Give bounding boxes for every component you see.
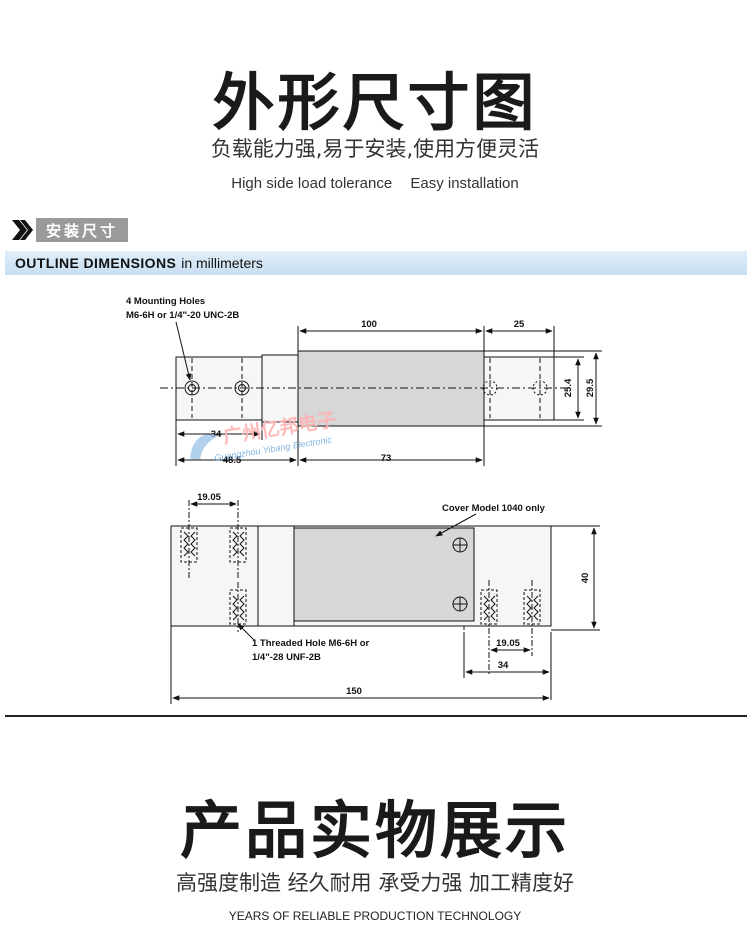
outline-dimensions-unit: in millimeters: [181, 255, 263, 271]
double-chevron-icon: [10, 218, 36, 242]
side-view: [170, 500, 600, 704]
thread-note-line1: 1 Threaded Hole M6-6H or: [252, 638, 369, 649]
dim-25-label: 25: [514, 319, 525, 330]
dim-100-label: 100: [361, 319, 377, 330]
features-en: High side load tolerance Easy installati…: [0, 175, 750, 192]
install-section-tag: 安装尺寸: [10, 218, 129, 242]
dimension-drawing: 4 Mounting Holes M6-6H or 1/4"-20 UNC-2B…: [126, 296, 602, 704]
cover-note: Cover Model 1040 only: [442, 503, 546, 514]
holes-note-line2: M6-6H or 1/4"-20 UNC-2B: [126, 310, 239, 321]
thread-note-line2: 1/4"-28 UNF-2B: [252, 652, 321, 663]
page-title: 外形尺寸图: [212, 66, 538, 139]
top-view: [160, 321, 602, 466]
product-display-subtitle: 高强度制造 经久耐用 承受力强 加工精度好: [175, 871, 575, 895]
feature-side-load: High side load tolerance: [231, 175, 393, 192]
dim-73-label: 73: [381, 453, 392, 464]
product-display-en: YEARS OF RELIABLE PRODUCTION TECHNOLOGY: [228, 909, 522, 923]
outline-dimensions-title: OUTLINE DIMENSIONS: [15, 255, 177, 271]
dim-150-label: 150: [346, 686, 362, 697]
holes-note-line1: 4 Mounting Holes: [126, 296, 205, 307]
page-subtitle: 负载能力强,易于安装,使用方便灵活: [210, 137, 540, 161]
dim-34-side-label: 34: [498, 660, 509, 671]
dim-40-label: 40: [580, 573, 591, 584]
dim-34-top-label: 34: [211, 429, 222, 440]
dim-19-05-left-label: 19.05: [197, 492, 221, 503]
dim-29-5-label: 29.5: [585, 378, 596, 397]
dim-25-4-label: 25.4: [563, 378, 574, 397]
outline-dimensions-bar: OUTLINE DIMENSIONS in millimeters: [5, 251, 747, 275]
install-section-label: 安装尺寸: [36, 218, 129, 242]
section-divider: [5, 715, 747, 717]
product-display-title: 产品实物展示: [179, 794, 570, 867]
feature-easy-install: Easy installation: [410, 175, 519, 192]
dim-48-5-label: 48.5: [223, 455, 242, 466]
dim-19-05-right-label: 19.05: [496, 638, 520, 649]
